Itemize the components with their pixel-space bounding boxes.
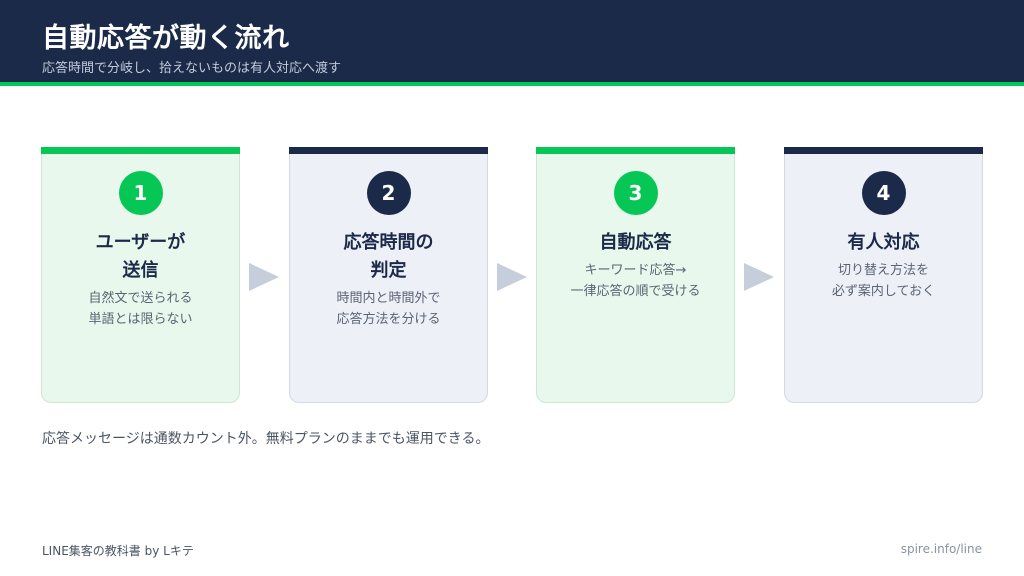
- step-description: 時間内と時間外で 応答方法を分ける: [336, 291, 441, 327]
- step-card-4: 4 有人対応 切り替え方法を 必ず案内しておく: [784, 147, 983, 403]
- step-description: 自然文で送られる 単語とは限らない: [88, 291, 193, 327]
- step-top-bar: [536, 147, 735, 154]
- footer-credit: LINE集客の教科書 by Lキテ: [42, 544, 194, 558]
- step-card-2: 2 応答時間の 判定 時間内と時間外で 応答方法を分ける: [289, 147, 488, 403]
- step-description: キーワード応答→ 一律応答の順で受ける: [570, 263, 701, 299]
- header-banner: 自動応答が動く流れ 応答時間で分岐し、拾えないものは有人対応へ渡す: [0, 0, 1024, 82]
- step-title: 応答時間の 判定: [343, 232, 434, 281]
- step-number-badge: 4: [861, 171, 906, 215]
- footer-url: spire.info/line: [900, 542, 982, 556]
- header-accent-rule: [0, 82, 1024, 86]
- step-top-bar: [784, 147, 983, 154]
- step-title: 自動応答: [599, 232, 672, 253]
- flow-arrow-icon: [497, 263, 527, 291]
- step-card-1: 1 ユーザーが 送信 自然文で送られる 単語とは限らない: [41, 147, 240, 403]
- flow-arrow-icon: [249, 263, 279, 291]
- step-card-3: 3 自動応答 キーワード応答→ 一律応答の順で受ける: [536, 147, 735, 403]
- page-subtitle: 応答時間で分岐し、拾えないものは有人対応へ渡す: [42, 61, 342, 76]
- step-top-bar: [289, 147, 488, 154]
- page-title: 自動応答が動く流れ: [42, 23, 290, 54]
- step-number-badge: 3: [613, 171, 658, 215]
- footnote: 応答メッセージは通数カウント外。無料プランのままでも運用できる。: [42, 431, 490, 447]
- step-number-badge: 2: [366, 171, 411, 215]
- step-top-bar: [41, 147, 240, 154]
- step-description: 切り替え方法を 必ず案内しておく: [831, 263, 936, 299]
- step-title: 有人対応: [847, 232, 920, 253]
- step-number-badge: 1: [118, 171, 163, 215]
- flow-arrow-icon: [744, 263, 774, 291]
- step-title: ユーザーが 送信: [95, 232, 186, 281]
